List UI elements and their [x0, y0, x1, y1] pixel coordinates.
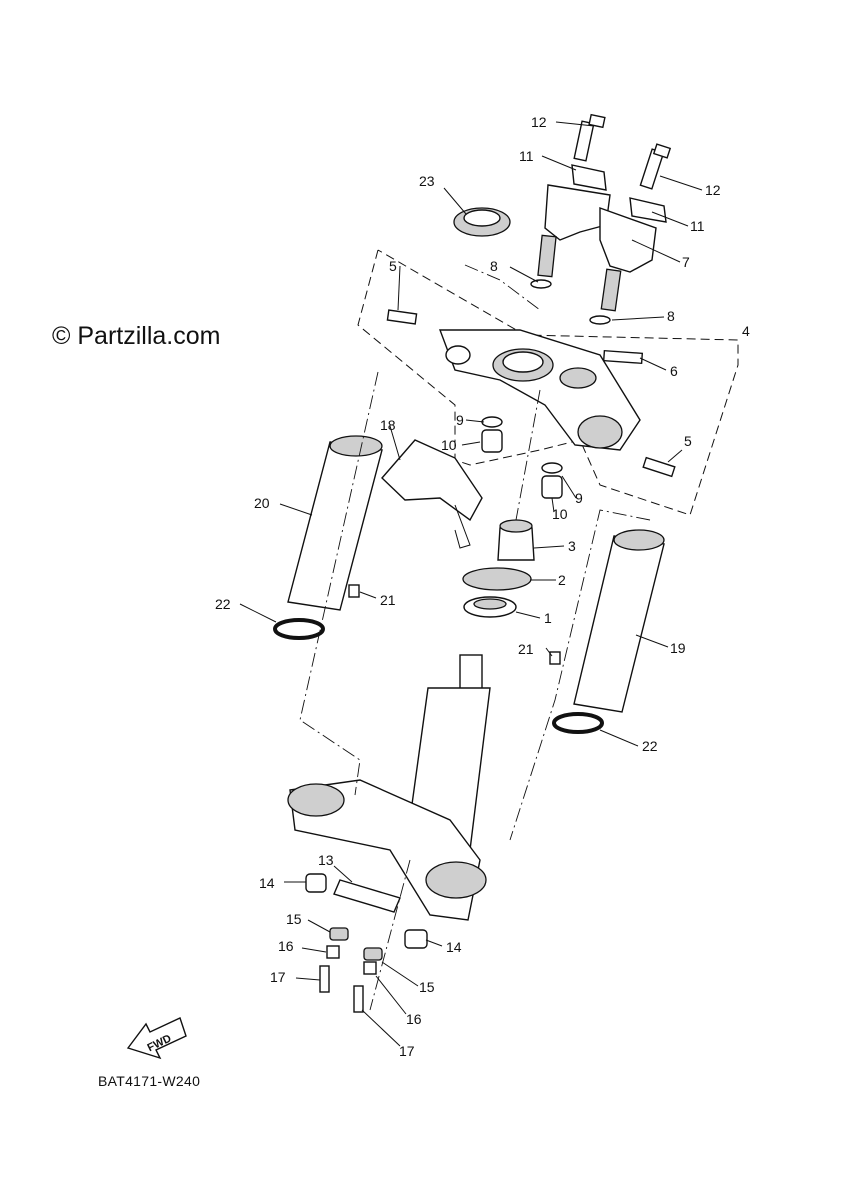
- callout-6: 6: [670, 363, 678, 379]
- assembly-line: [464, 264, 541, 311]
- bolt-17-b[interactable]: [353, 985, 364, 1013]
- handle-holder-upper-right[interactable]: [599, 143, 672, 312]
- drawing-code: BAT4171-W240: [98, 1073, 201, 1089]
- bracket-18[interactable]: [381, 439, 483, 549]
- screw-21-b[interactable]: [549, 651, 561, 665]
- collar-14-b[interactable]: [404, 929, 428, 949]
- callout-10: 10: [441, 437, 457, 453]
- washer-8-b[interactable]: [589, 315, 611, 325]
- o-ring-22-right[interactable]: [552, 712, 604, 734]
- callout-8: 8: [667, 308, 675, 324]
- screw-21-a[interactable]: [348, 584, 360, 598]
- callout-21: 21: [380, 592, 396, 608]
- nut-10-a[interactable]: [481, 429, 503, 453]
- callout-11: 11: [690, 218, 705, 234]
- washer-9-a[interactable]: [481, 416, 503, 428]
- assembly-line: [299, 371, 379, 796]
- callout-4: 4: [742, 323, 750, 339]
- fork-cover-20[interactable]: [287, 435, 383, 611]
- grommet-15-a[interactable]: [329, 927, 349, 941]
- lower-bracket[interactable]: [287, 654, 491, 921]
- copyright-watermark: © Partzilla.com: [52, 322, 221, 350]
- callout-8: 8: [490, 258, 498, 274]
- callout-22: 22: [215, 596, 231, 612]
- callout-5: 5: [389, 258, 397, 274]
- bolt-5-left[interactable]: [386, 309, 418, 325]
- callout-11: 11: [519, 148, 534, 164]
- bolt-5-right[interactable]: [642, 456, 676, 478]
- sleeve-16-b[interactable]: [363, 961, 377, 975]
- bearing-cover-3[interactable]: [497, 519, 535, 561]
- callout-21: 21: [518, 641, 534, 657]
- fwd-arrow-icon: FWD: [126, 1017, 187, 1060]
- bolt-17-a[interactable]: [319, 965, 330, 993]
- bearing-1[interactable]: [463, 596, 517, 618]
- callout-9: 9: [456, 412, 464, 428]
- callout-16: 16: [278, 938, 294, 954]
- grommet-15-b[interactable]: [363, 947, 383, 961]
- callout-22: 22: [642, 738, 658, 754]
- callout-12: 12: [705, 182, 721, 198]
- callout-10: 10: [552, 506, 568, 522]
- fork-cover-19[interactable]: [573, 529, 665, 713]
- nut-10-b[interactable]: [541, 475, 563, 499]
- callout-2: 2: [558, 572, 566, 588]
- washer-8-a[interactable]: [530, 279, 552, 289]
- callout-leaders: [239, 121, 703, 1047]
- bolt-6[interactable]: [602, 349, 644, 365]
- callout-3: 3: [568, 538, 576, 554]
- race-2[interactable]: [462, 567, 532, 591]
- collar-14-a[interactable]: [305, 873, 327, 893]
- cap-23[interactable]: [453, 207, 511, 237]
- callout-23: 23: [419, 173, 435, 189]
- o-ring-22-left[interactable]: [273, 618, 325, 640]
- callout-12: 12: [531, 114, 547, 130]
- callout-20: 20: [254, 495, 270, 511]
- sleeve-16-a[interactable]: [326, 945, 340, 959]
- assembly-line: [509, 509, 651, 841]
- handle-holder-upper-left[interactable]: [537, 113, 611, 278]
- callout-14: 14: [259, 875, 275, 891]
- callout-7: 7: [682, 254, 690, 270]
- callout-15: 15: [286, 911, 302, 927]
- callout-1: 1: [544, 610, 552, 626]
- callout-9: 9: [575, 490, 583, 506]
- callout-labels: 12 11 12 11 7 23 8 8 5 4 6 5 9 10 18 9 1…: [215, 114, 750, 1059]
- damper-bracket-13[interactable]: [333, 879, 401, 913]
- assembly-line: [515, 389, 541, 521]
- assembly-line: [369, 859, 411, 1011]
- callout-17: 17: [270, 969, 286, 985]
- washer-9-b[interactable]: [541, 462, 563, 474]
- callout-16: 16: [406, 1011, 422, 1027]
- callout-13: 13: [318, 852, 334, 868]
- callout-18: 18: [380, 417, 396, 433]
- callout-15: 15: [419, 979, 435, 995]
- callout-5: 5: [684, 433, 692, 449]
- callout-17: 17: [399, 1043, 415, 1059]
- callout-19: 19: [670, 640, 686, 656]
- callout-14: 14: [446, 939, 462, 955]
